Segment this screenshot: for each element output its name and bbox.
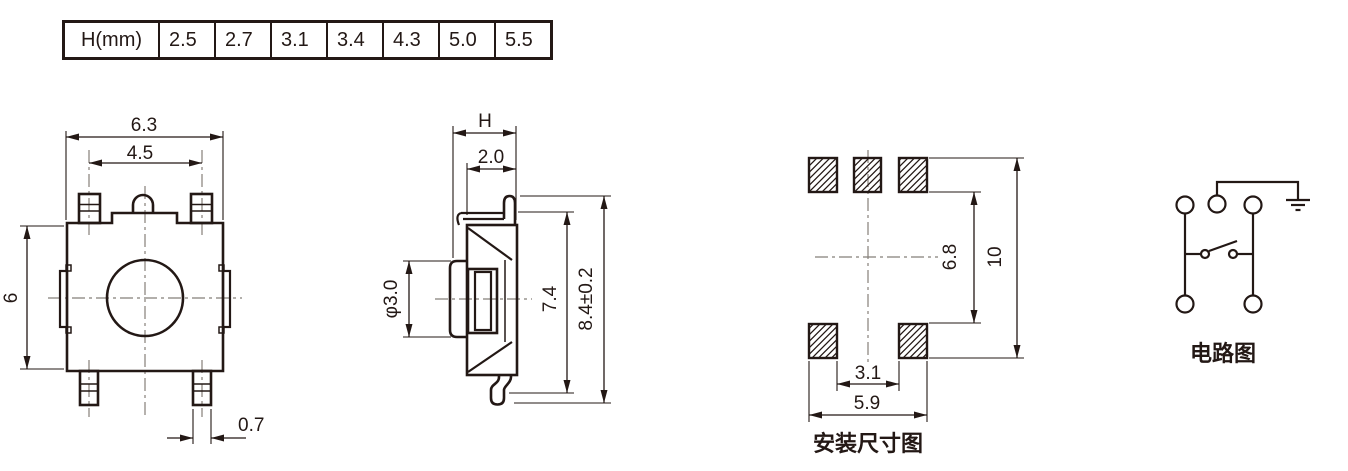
solder-pad (852, 156, 883, 194)
dim-label-lead-width: 0.7 (238, 415, 264, 436)
cover-edge-line (467, 227, 513, 261)
terminal-circle (1175, 195, 1195, 215)
terminal-circle (1243, 294, 1263, 314)
height-table-value: 2.7 (214, 23, 270, 57)
height-table-value: 5.0 (438, 23, 494, 57)
height-table-value: 3.1 (270, 23, 326, 57)
top-lead-hook (502, 194, 517, 225)
dim-label-pad-inner-h: 3.1 (855, 363, 881, 384)
height-table-value: 3.4 (326, 23, 382, 57)
dim-label-pad-inner-v: 6.8 (940, 244, 961, 270)
bottom-lead-hook (489, 375, 513, 406)
dim-label-overall-width: 8.4±0.2 (576, 267, 597, 330)
button-shaft (466, 267, 499, 335)
left-side-tab (58, 269, 69, 329)
height-table-header: H(mm) (80, 29, 143, 51)
circuit-caption: 电路图 (1190, 341, 1256, 366)
mounting-caption: 安装尺寸图 (813, 431, 923, 456)
dim-label-body-height: 2.0 (478, 147, 504, 168)
dim-label-height: 6 (1, 293, 22, 304)
top-lead-curl (456, 211, 462, 226)
dim-label-lead-pitch: 4.5 (127, 143, 153, 164)
solder-pad (897, 322, 929, 360)
height-table-value: 2.5 (158, 23, 214, 57)
right-side-tab (221, 269, 232, 329)
switch-contact (1199, 248, 1211, 260)
dim-label-pad-outer-h: 5.9 (854, 393, 880, 414)
dim-label-button-diameter: φ3.0 (381, 280, 402, 319)
terminal-circle (1207, 194, 1227, 214)
bottom-left-lead (78, 369, 100, 407)
tab-notch (65, 264, 72, 272)
tab-notch (218, 326, 225, 334)
terminal-circle (1175, 294, 1195, 314)
solder-pad (897, 156, 929, 194)
height-variants-table: H(mm) 2.5 2.7 3.1 3.4 4.3 5.0 5.5 (62, 20, 553, 60)
side-view: H 2.0 φ3.0 7.4 8.4±0.2 (381, 111, 611, 406)
dim-label-lead-span: 7.4 (540, 285, 561, 312)
ground-wire (1215, 180, 1300, 199)
cover-edge-line (467, 341, 513, 373)
dim-label-width: 6.3 (131, 115, 157, 136)
solder-pad (807, 156, 839, 194)
solder-pad (807, 322, 839, 360)
top-left-lead (77, 192, 102, 225)
terminal-circle (1243, 195, 1263, 215)
button-cap (448, 259, 468, 339)
locating-dome (131, 193, 155, 213)
switch-arm (1208, 239, 1238, 253)
height-table-value: 5.5 (494, 23, 550, 57)
mounting-layout-view: 6.8 10 3.1 5.9 安装尺寸图 (807, 150, 1024, 456)
top-right-lead (189, 192, 214, 225)
dim-label-overall-v: 10 (985, 246, 1006, 267)
dim-label-total-height: H (478, 111, 492, 132)
tab-notch (65, 326, 72, 334)
button-shaft-inner (473, 270, 493, 332)
circuit-diagram-view: 电路图 (1175, 180, 1310, 366)
front-view: 6.3 4.5 6 0.7 (1, 115, 264, 444)
bottom-right-lead (191, 369, 213, 407)
tab-notch (218, 264, 225, 272)
button-circle (105, 258, 185, 338)
switch-contact (1227, 248, 1239, 260)
height-table-value: 4.3 (382, 23, 438, 57)
